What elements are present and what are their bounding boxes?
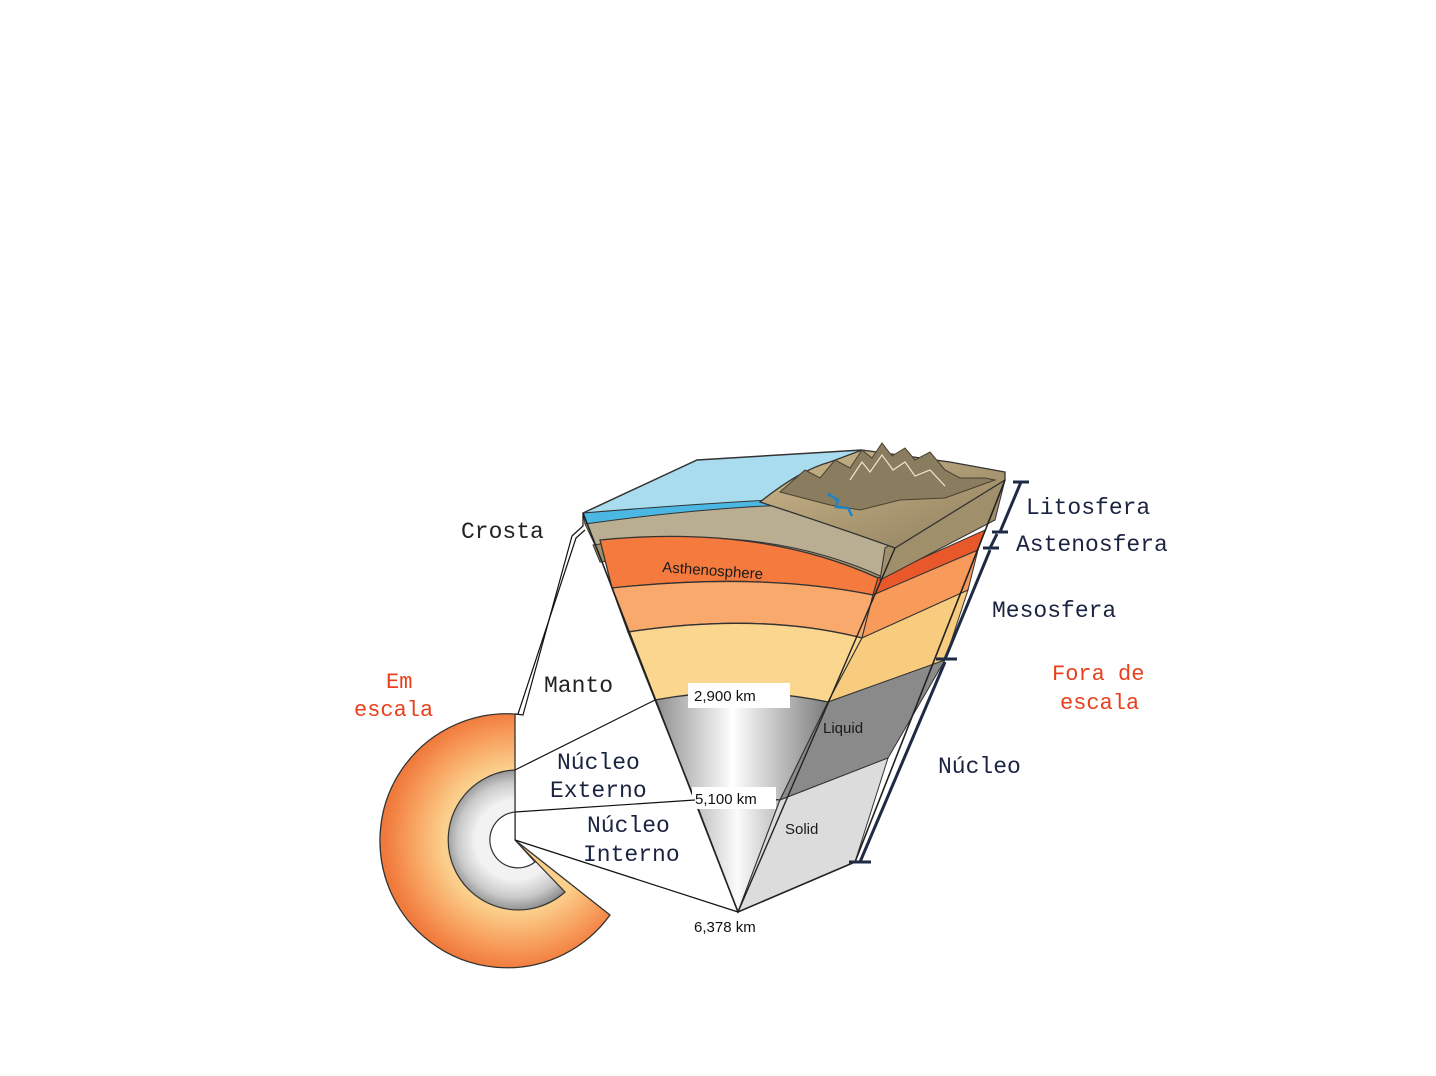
fora-escala-label-1: Fora de	[1052, 662, 1144, 687]
manto-label: Manto	[544, 673, 613, 699]
solid-label: Solid	[785, 821, 818, 838]
depth-2900-label: 2,900 km	[694, 688, 756, 705]
litosfera-label: Litosfera	[1026, 495, 1150, 521]
crosta-label: Crosta	[461, 519, 544, 545]
depth-6378-label: 6,378 km	[694, 919, 756, 936]
nucleo-externo-label-2: Externo	[550, 778, 647, 804]
nucleo-interno-label-1: Núcleo	[587, 813, 670, 839]
nucleo-interno-label-2: Interno	[583, 842, 680, 868]
liquid-label: Liquid	[823, 720, 863, 737]
em-escala-label-2: escala	[354, 698, 433, 723]
astenosfera-bracket	[990, 534, 997, 548]
mesosfera-label: Mesosfera	[992, 598, 1116, 624]
depth-5100-label: 5,100 km	[695, 791, 757, 808]
litosfera-bracket	[1000, 482, 1021, 532]
fora-escala-label-2: escala	[1060, 691, 1139, 716]
em-escala-label-1: Em	[386, 670, 412, 695]
nucleo-externo-label-1: Núcleo	[557, 750, 640, 776]
nucleo-label: Núcleo	[938, 754, 1021, 780]
astenosfera-label: Astenosfera	[1016, 532, 1168, 558]
